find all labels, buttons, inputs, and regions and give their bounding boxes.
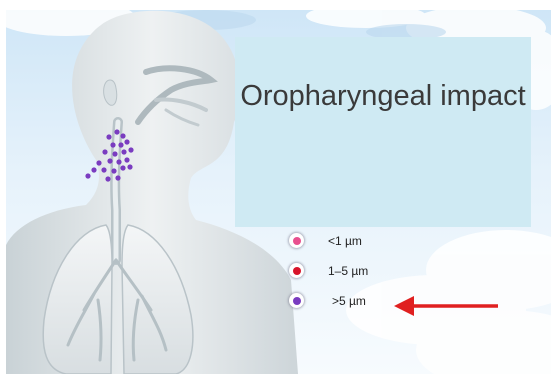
slide-title: Oropharyngeal impact bbox=[235, 78, 531, 114]
legend-label-medium: 1–5 µm bbox=[328, 264, 368, 278]
pointer-arrow-icon bbox=[394, 294, 504, 318]
particle-size-legend: <1 µm 1–5 µm >5 µm bbox=[286, 230, 406, 320]
large-particle-icon bbox=[289, 293, 304, 308]
small-particle-icon bbox=[289, 233, 304, 248]
legend-item-small: <1 µm bbox=[286, 230, 406, 260]
medium-particle-icon bbox=[289, 263, 304, 278]
legend-label-large: >5 µm bbox=[332, 294, 366, 308]
legend-item-large: >5 µm bbox=[286, 290, 406, 320]
title-box bbox=[235, 37, 531, 227]
legend-label-small: <1 µm bbox=[328, 234, 362, 248]
diagram-slide: Oropharyngeal impact <1 µm 1–5 µm >5 µm bbox=[6, 10, 551, 374]
legend-item-medium: 1–5 µm bbox=[286, 260, 406, 290]
ear bbox=[104, 80, 117, 105]
